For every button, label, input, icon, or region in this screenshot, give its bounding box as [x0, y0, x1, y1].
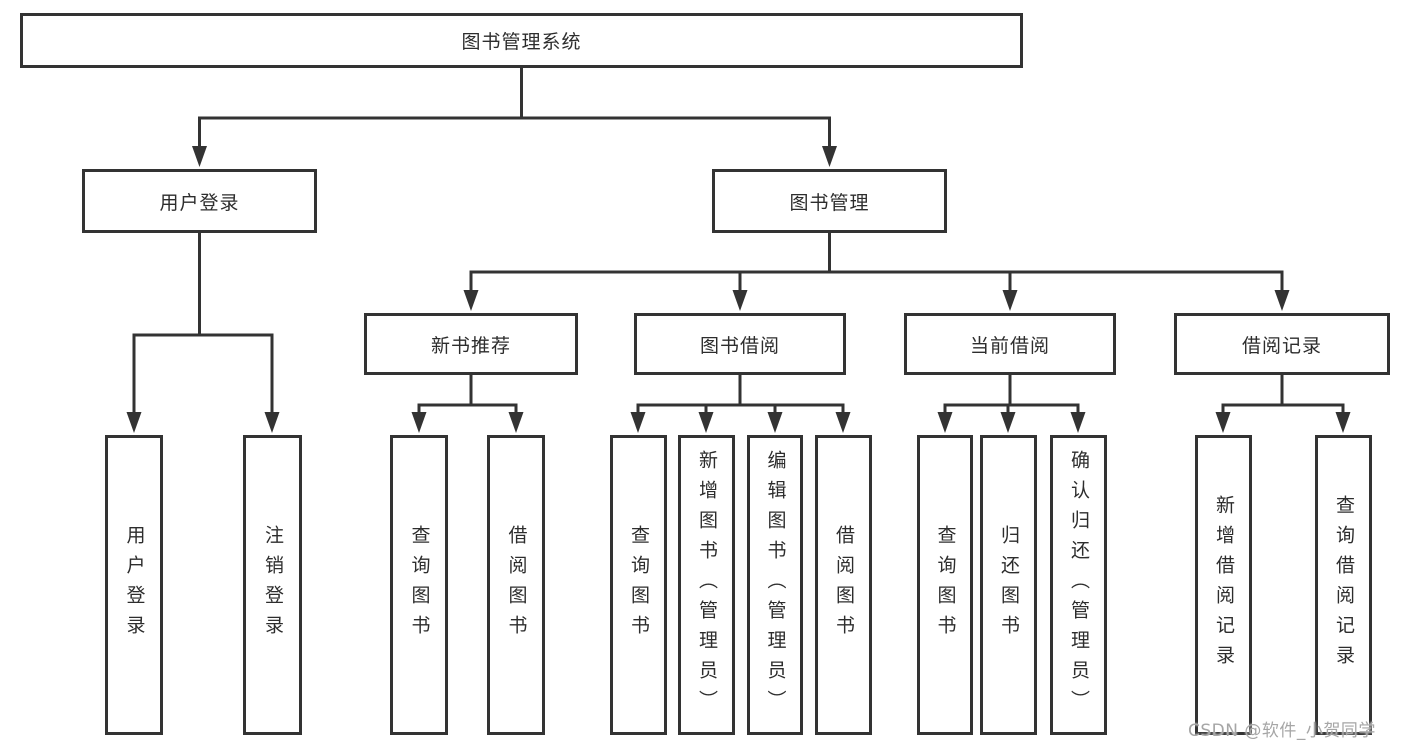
node-book-management: 图书管理 [712, 169, 947, 233]
leaf-user-login: 用户登录 [105, 435, 163, 735]
leaf-confirm-return-admin-label: 确认归还（管理员） [1068, 450, 1090, 720]
leaf-edit-book-admin: 编辑图书（管理员） [747, 435, 803, 735]
leaf-add-book-admin-label: 新增图书（管理员） [696, 450, 718, 720]
leaf-return-book-label: 归还图书 [998, 525, 1020, 645]
node-book-management-label: 图书管理 [789, 191, 870, 214]
leaf-add-borrow-record-label: 新增借阅记录 [1213, 495, 1235, 675]
leaf-borrow-book: 借阅图书 [815, 435, 872, 735]
node-root-system: 图书管理系统 [20, 13, 1023, 68]
node-user-login-module: 用户登录 [82, 169, 317, 233]
leaf-return-book: 归还图书 [980, 435, 1037, 735]
leaf-confirm-return-admin: 确认归还（管理员） [1050, 435, 1107, 735]
node-borrow-record: 借阅记录 [1174, 313, 1390, 375]
leaf-borrow-book-label: 借阅图书 [833, 525, 855, 645]
leaf-user-login-label: 用户登录 [123, 525, 146, 645]
node-root-label: 图书管理系统 [461, 31, 582, 53]
leaf-query-borrow-record-label: 查询借阅记录 [1333, 495, 1355, 675]
leaf-borrow-query-book-label: 查询图书 [628, 525, 650, 645]
node-current-borrow: 当前借阅 [904, 313, 1116, 375]
csdn-watermark: CSDN @软件_小贺同学 [1188, 721, 1376, 741]
leaf-logout: 注销登录 [243, 435, 302, 735]
leaf-recommend-borrow-book-label: 借阅图书 [505, 525, 528, 645]
leaf-borrow-query-book: 查询图书 [610, 435, 667, 735]
leaf-add-borrow-record: 新增借阅记录 [1195, 435, 1252, 735]
leaf-recommend-query-book-label: 查询图书 [408, 525, 431, 645]
leaf-current-query-book-label: 查询图书 [934, 525, 957, 645]
leaf-recommend-query-book: 查询图书 [390, 435, 448, 735]
arrowheads [126, 146, 1351, 433]
node-book-borrow: 图书借阅 [634, 313, 846, 375]
node-new-book-recommend-label: 新书推荐 [430, 334, 511, 357]
node-new-book-recommend: 新书推荐 [364, 313, 578, 375]
node-borrow-record-label: 借阅记录 [1241, 334, 1322, 357]
leaf-add-book-admin: 新增图书（管理员） [678, 435, 735, 735]
node-current-borrow-label: 当前借阅 [969, 334, 1050, 357]
leaf-recommend-borrow-book: 借阅图书 [487, 435, 545, 735]
leaf-query-borrow-record: 查询借阅记录 [1315, 435, 1372, 735]
leaf-current-query-book: 查询图书 [917, 435, 973, 735]
leaf-edit-book-admin-label: 编辑图书（管理员） [764, 450, 787, 720]
leaf-logout-label: 注销登录 [262, 525, 284, 645]
node-user-login-label: 用户登录 [159, 191, 240, 214]
node-book-borrow-label: 图书借阅 [699, 334, 780, 357]
